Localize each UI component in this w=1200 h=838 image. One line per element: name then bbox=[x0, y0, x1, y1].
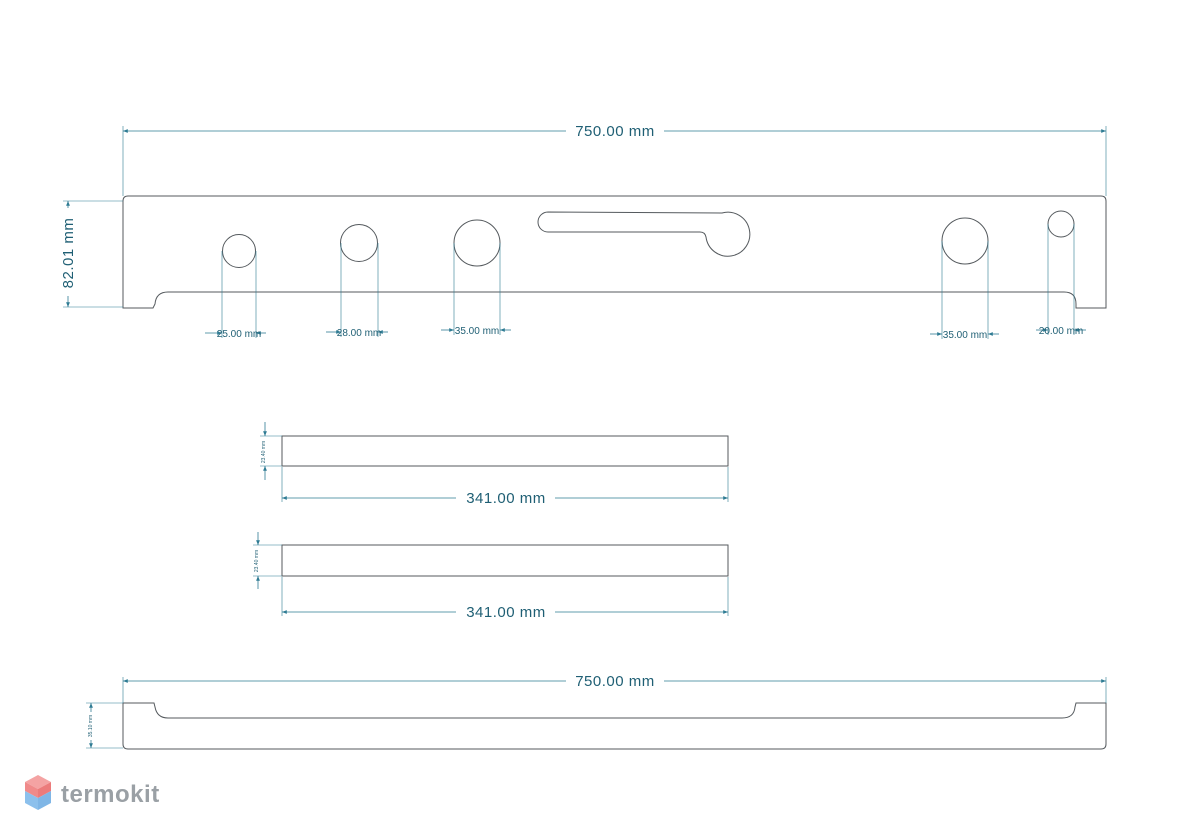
hole-35mm-right bbox=[941, 217, 989, 265]
hole-label-25: 25.00 mm bbox=[217, 329, 261, 340]
bottom-height-dimension: 35.10 mm bbox=[86, 702, 123, 749]
termokit-logo: termokit bbox=[25, 775, 160, 810]
top-width-dimension: 750.00 mm bbox=[122, 123, 1107, 196]
hole-20mm-dimension: 20.00 mm bbox=[1036, 224, 1086, 337]
bottom-width-label: 750.00 mm bbox=[575, 673, 655, 690]
bottom-panel-outline bbox=[122, 702, 1107, 750]
bottom-panel: 750.00 mm 35.10 mm bbox=[86, 673, 1107, 750]
hole-35mm-left bbox=[453, 219, 501, 267]
hole-28mm-dimension: 28.00 mm bbox=[326, 243, 388, 339]
bottom-width-dimension: 750.00 mm bbox=[122, 673, 1107, 703]
top-height-label: 82.01 mm bbox=[60, 218, 77, 289]
bar-1-height-label: 23.40 mm bbox=[261, 441, 267, 463]
hole-35mm-right-dimension: 35.00 mm bbox=[930, 241, 999, 341]
top-panel-outline bbox=[122, 195, 1107, 309]
top-panel: 750.00 mm 82.01 mm 25.00 mm 28.00 mm bbox=[60, 123, 1107, 341]
hole-label-28: 28.00 mm bbox=[337, 328, 381, 339]
bar-2: 341.00 mm 23.40 mm bbox=[253, 532, 729, 621]
bar-2-length-dimension: 341.00 mm bbox=[281, 577, 729, 621]
bar-1-length-label: 341.00 mm bbox=[466, 490, 546, 507]
bar-1: 341.00 mm 23.40 mm bbox=[260, 422, 729, 507]
hole-25mm-dimension: 25.00 mm bbox=[205, 251, 266, 340]
bar-1-outline bbox=[281, 435, 729, 467]
top-width-label: 750.00 mm bbox=[575, 123, 655, 140]
logo-wordmark: termokit bbox=[61, 781, 160, 808]
cube-icon bbox=[25, 775, 51, 810]
hole-25mm bbox=[222, 234, 256, 268]
bar-1-length-dimension: 341.00 mm bbox=[281, 467, 729, 507]
hole-28mm bbox=[340, 224, 378, 262]
bar-2-height-dimension: 23.40 mm bbox=[253, 532, 282, 589]
hole-label-35-left: 35.00 mm bbox=[455, 326, 499, 337]
slot-cutout bbox=[537, 211, 751, 257]
hole-35mm-left-dimension: 35.00 mm bbox=[441, 243, 511, 337]
bottom-height-label: 35.10 mm bbox=[88, 715, 94, 737]
bar-1-height-dimension: 23.40 mm bbox=[260, 422, 282, 480]
hole-label-35-right: 35.00 mm bbox=[943, 330, 987, 341]
hole-label-20: 20.00 mm bbox=[1039, 326, 1083, 337]
top-height-dimension: 82.01 mm bbox=[60, 200, 123, 308]
hole-20mm bbox=[1047, 210, 1075, 238]
bar-2-outline bbox=[281, 544, 729, 577]
bar-2-height-label: 23.40 mm bbox=[254, 550, 260, 572]
bar-2-length-label: 341.00 mm bbox=[466, 604, 546, 621]
